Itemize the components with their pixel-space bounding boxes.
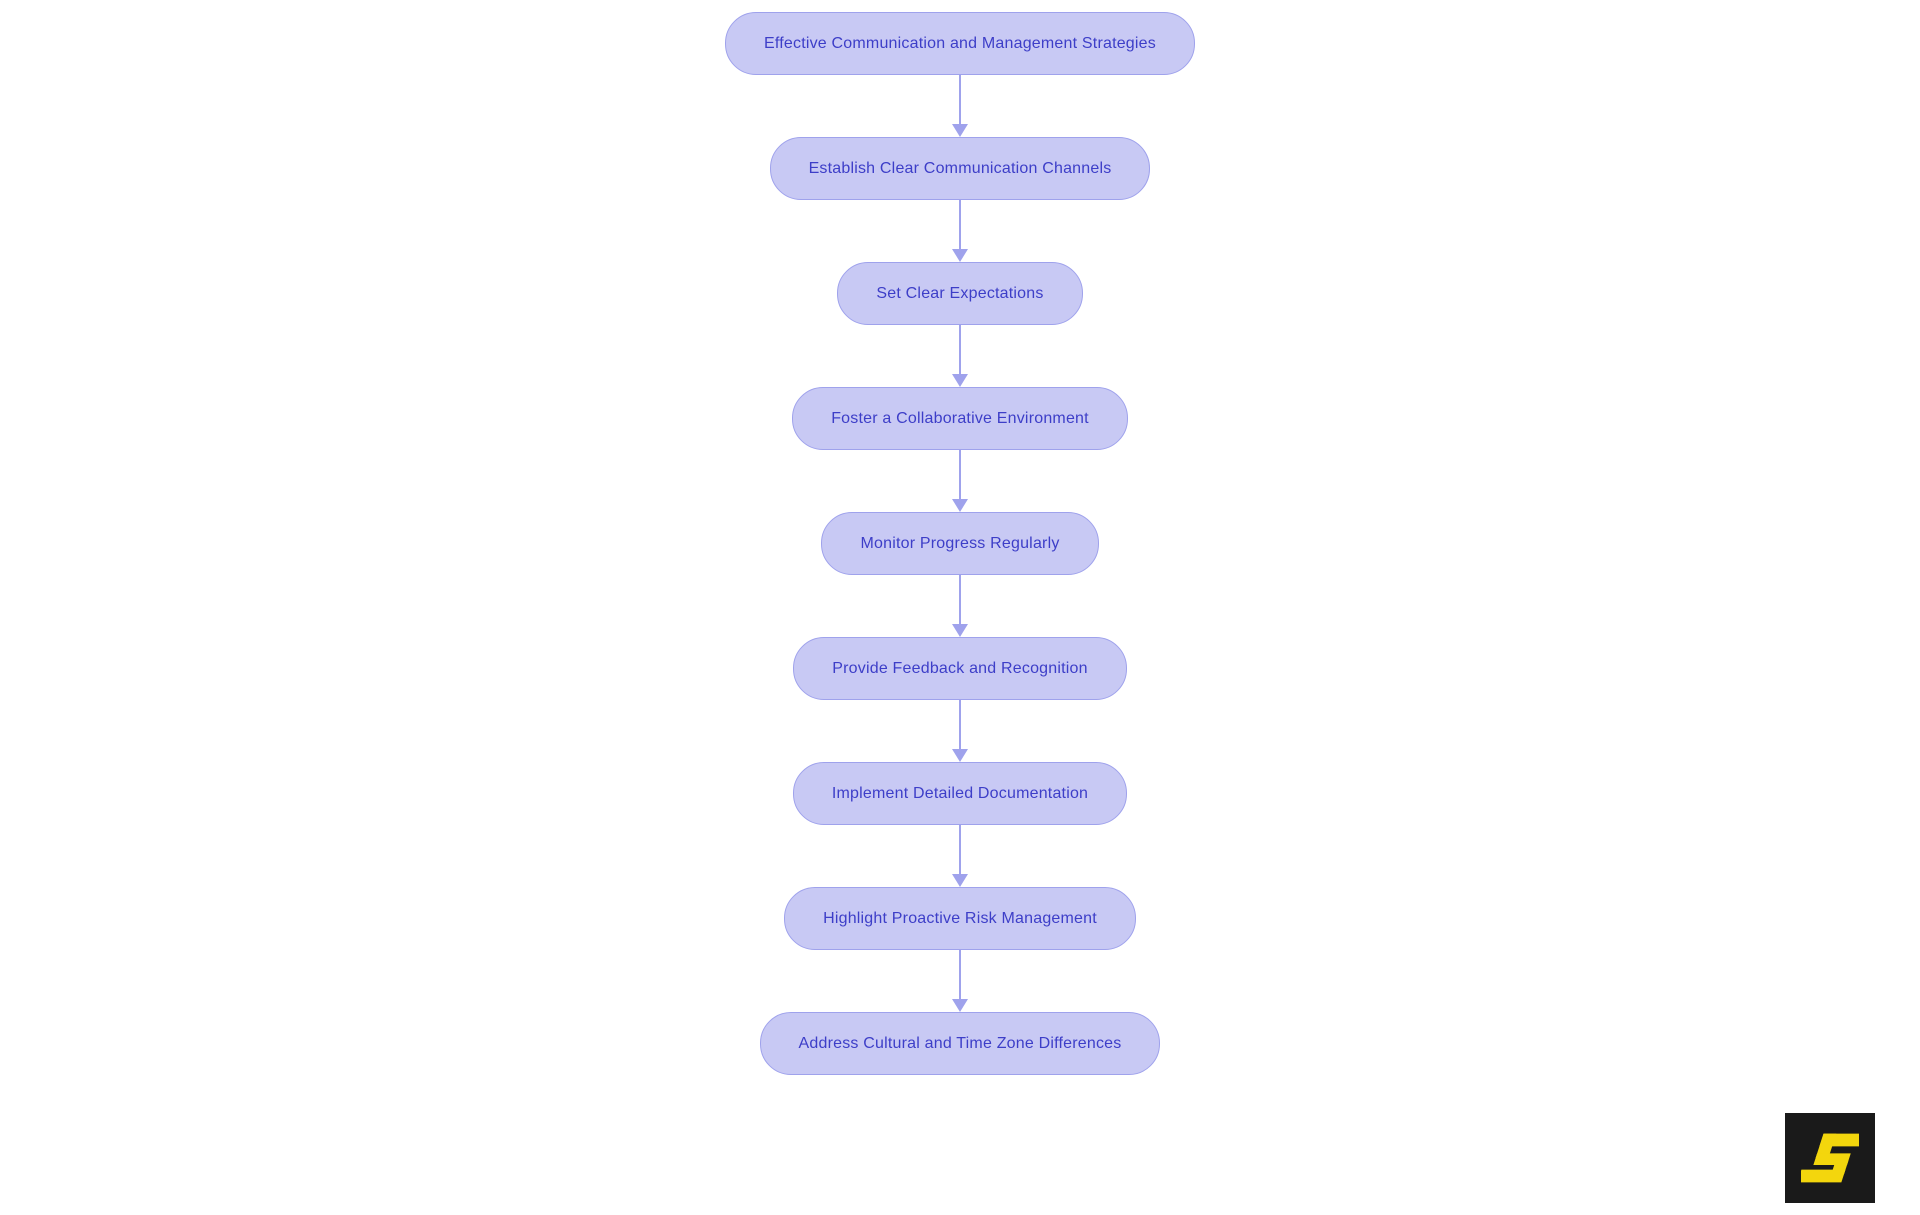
flow-node: Foster a Collaborative Environment	[792, 387, 1128, 450]
flow-node: Set Clear Expectations	[837, 262, 1083, 325]
flow-node: Establish Clear Communication Channels	[769, 137, 1151, 200]
flow-node: Effective Communication and Management S…	[725, 12, 1195, 75]
flow-arrow-down	[959, 200, 961, 249]
flow-arrow-down	[959, 825, 961, 874]
flow-node: Address Cultural and Time Zone Differenc…	[759, 1012, 1161, 1075]
flowchart-canvas: Effective Communication and Management S…	[0, 12, 1920, 1075]
logo-s-icon	[1801, 1133, 1859, 1183]
flow-node: Implement Detailed Documentation	[792, 762, 1128, 825]
flow-arrow-down	[959, 325, 961, 374]
flow-node: Monitor Progress Regularly	[821, 512, 1099, 575]
logo	[1785, 1113, 1875, 1203]
flow-node: Highlight Proactive Risk Management	[784, 887, 1136, 950]
flow-arrow-down	[959, 75, 961, 124]
flow-node: Provide Feedback and Recognition	[793, 637, 1127, 700]
flow-arrow-down	[959, 450, 961, 499]
flow-arrow-down	[959, 575, 961, 624]
flow-arrow-down	[959, 950, 961, 999]
flow-arrow-down	[959, 700, 961, 749]
